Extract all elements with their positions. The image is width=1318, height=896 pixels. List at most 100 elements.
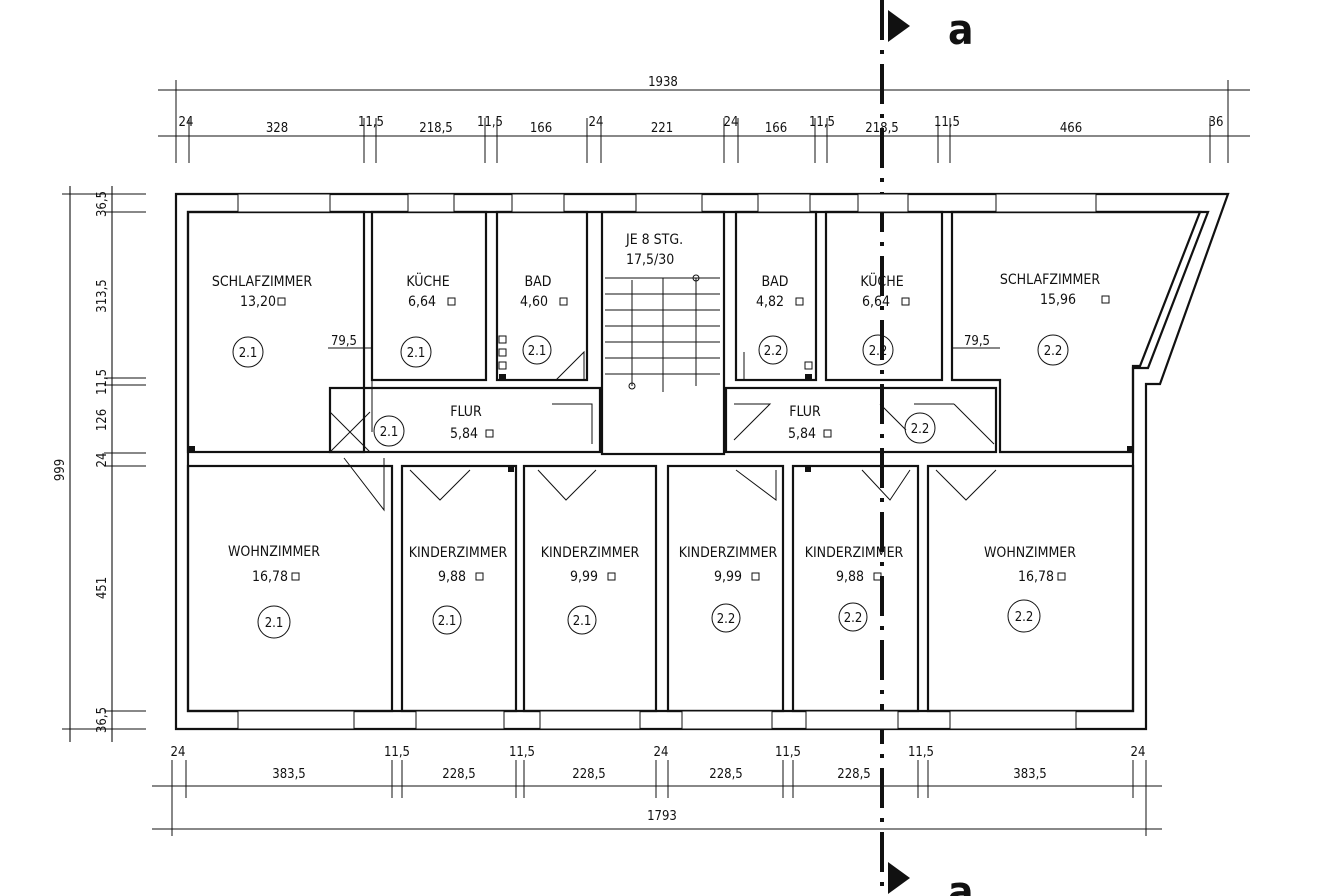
room-kueche-left: KÜCHE 6,64 2.1 — [400, 272, 456, 368]
svg-text:KINDERZIMMER: KINDERZIMMER — [409, 545, 508, 561]
svg-text:383,5: 383,5 — [272, 767, 305, 782]
svg-text:2.2: 2.2 — [717, 612, 736, 627]
svg-text:KÜCHE: KÜCHE — [406, 272, 449, 290]
inner-dims: 79,5 79,5 — [328, 334, 1000, 349]
svg-text:24: 24 — [654, 745, 669, 760]
svg-text:2.1: 2.1 — [528, 344, 547, 359]
kinderzimmer-3-outline — [666, 464, 785, 713]
svg-text:FLUR: FLUR — [450, 404, 482, 420]
svg-text:221: 221 — [651, 121, 673, 136]
svg-text:79,5: 79,5 — [964, 334, 990, 349]
stair: JE 8 STG. 17,5/30 — [605, 232, 720, 392]
svg-text:2.1: 2.1 — [407, 346, 426, 361]
room-kinderzimmer-2: KINDERZIMMER 9,99 2.1 — [541, 545, 640, 635]
svg-text:11,5: 11,5 — [509, 745, 535, 760]
svg-text:6,64: 6,64 — [408, 294, 436, 310]
svg-text:WOHNZIMMER: WOHNZIMMER — [984, 545, 1076, 561]
room-schlafzimmer-right: SCHLAFZIMMER 15,96 2.2 — [1000, 272, 1110, 366]
svg-text:2.1: 2.1 — [265, 616, 284, 631]
vent-markers — [189, 335, 1133, 472]
svg-text:24: 24 — [589, 115, 604, 130]
svg-text:16,78: 16,78 — [252, 569, 288, 585]
room-wohnzimmer-left: WOHNZIMMER 16,78 2.1 — [228, 544, 320, 639]
room-kinderzimmer-1: KINDERZIMMER 9,88 2.1 — [409, 545, 508, 635]
bottom-overall-dim: 1793 — [647, 809, 677, 824]
building-walls — [174, 192, 1230, 731]
kinderzimmer-1-outline — [400, 464, 518, 713]
svg-text:KINDERZIMMER: KINDERZIMMER — [679, 545, 778, 561]
svg-text:228,5: 228,5 — [442, 767, 475, 782]
svg-text:KINDERZIMMER: KINDERZIMMER — [541, 545, 640, 561]
svg-text:WOHNZIMMER: WOHNZIMMER — [228, 544, 320, 560]
svg-text:SCHLAFZIMMER: SCHLAFZIMMER — [1000, 272, 1100, 288]
svg-text:2.2: 2.2 — [764, 344, 783, 359]
section-line: a a — [880, 0, 974, 896]
svg-text:228,5: 228,5 — [572, 767, 605, 782]
room-kinderzimmer-4: KINDERZIMMER 9,88 2.2 — [805, 545, 904, 632]
room-labels: SCHLAFZIMMER 13,20 2.1 KÜCHE 6,64 2.1 BA… — [212, 272, 1110, 639]
svg-text:24: 24 — [95, 453, 110, 468]
svg-text:11,5: 11,5 — [908, 745, 934, 760]
svg-text:36: 36 — [1209, 115, 1224, 130]
svg-text:79,5: 79,5 — [331, 334, 357, 349]
door-swings — [329, 350, 997, 512]
svg-text:466: 466 — [1060, 121, 1082, 136]
left-overall-dim: 999 — [53, 459, 68, 481]
room-bad-right: BAD 4,82 2.2 — [756, 274, 804, 365]
top-overall-dim: 1938 — [648, 75, 678, 90]
svg-text:24: 24 — [724, 115, 739, 130]
svg-text:24: 24 — [179, 115, 194, 130]
svg-text:2.2: 2.2 — [911, 422, 930, 437]
section-label-bottom: a — [948, 867, 974, 896]
svg-text:9,99: 9,99 — [714, 569, 742, 585]
section-arrow-bottom-icon — [888, 862, 910, 894]
svg-text:13,20: 13,20 — [240, 294, 276, 310]
section-arrow-top-icon — [888, 10, 910, 42]
svg-text:228,5: 228,5 — [709, 767, 742, 782]
kinderzimmer-4-outline — [791, 464, 920, 713]
svg-text:FLUR: FLUR — [789, 404, 821, 420]
svg-text:218,5: 218,5 — [865, 121, 898, 136]
svg-text:KINDERZIMMER: KINDERZIMMER — [805, 545, 904, 561]
svg-text:24: 24 — [1131, 745, 1146, 760]
section-label-top: a — [948, 5, 974, 54]
room-bad-left: BAD 4,60 2.1 — [520, 274, 568, 365]
kinderzimmer-2-outline — [522, 464, 658, 713]
svg-text:BAD: BAD — [525, 274, 552, 290]
svg-text:SCHLAFZIMMER: SCHLAFZIMMER — [212, 274, 312, 290]
room-schlafzimmer-left: SCHLAFZIMMER 13,20 2.1 — [212, 274, 312, 368]
svg-text:9,88: 9,88 — [836, 569, 864, 585]
svg-text:4,82: 4,82 — [756, 294, 784, 310]
svg-text:2.1: 2.1 — [438, 614, 457, 629]
svg-text:218,5: 218,5 — [419, 121, 452, 136]
svg-text:11,5: 11,5 — [358, 115, 384, 130]
svg-text:9,88: 9,88 — [438, 569, 466, 585]
svg-text:2.2: 2.2 — [844, 611, 863, 626]
svg-text:313,5: 313,5 — [95, 279, 110, 312]
svg-text:2.1: 2.1 — [573, 614, 592, 629]
svg-text:166: 166 — [765, 121, 787, 136]
svg-text:166: 166 — [530, 121, 552, 136]
svg-text:4,60: 4,60 — [520, 294, 548, 310]
svg-text:BAD: BAD — [762, 274, 789, 290]
svg-text:9,99: 9,99 — [570, 569, 598, 585]
room-kueche-right: KÜCHE 6,64 2.2 — [860, 272, 910, 366]
svg-text:2.2: 2.2 — [1044, 344, 1063, 359]
room-flur-left: FLUR 5,84 2.1 — [373, 404, 494, 447]
svg-text:451: 451 — [95, 577, 110, 599]
room-flur-right: FLUR 5,84 2.2 — [788, 404, 936, 444]
svg-text:383,5: 383,5 — [1013, 767, 1046, 782]
svg-text:11,5: 11,5 — [384, 745, 410, 760]
svg-text:11,5: 11,5 — [477, 115, 503, 130]
top-dimensions: 1938 24 328 11,5 218,5 11,5 166 24 221 2… — [158, 75, 1250, 163]
bottom-dimensions: 1793 24 383,5 11,5 228,5 11,5 228,5 24 2… — [152, 745, 1162, 836]
svg-text:6,64: 6,64 — [862, 294, 890, 310]
svg-text:36,5: 36,5 — [95, 191, 110, 217]
room-kinderzimmer-3: KINDERZIMMER 9,99 2.2 — [679, 545, 778, 633]
left-dimensions: 999 36,5 313,5 11,5 126 24 451 36,5 — [53, 186, 146, 742]
svg-text:15,96: 15,96 — [1040, 292, 1076, 308]
wohnzimmer-right-outline — [926, 464, 1135, 713]
svg-text:328: 328 — [266, 121, 288, 136]
svg-text:2.2: 2.2 — [869, 344, 888, 359]
